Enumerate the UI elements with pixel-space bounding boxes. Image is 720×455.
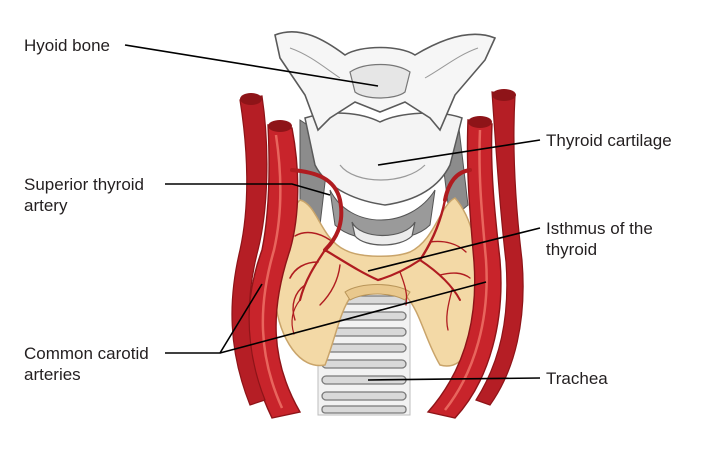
leader-trachea — [367, 377, 541, 381]
hyoid-bone — [274, 31, 497, 132]
leader-superior-thyroid — [165, 183, 331, 196]
label-hyoid-bone: Hyoid bone — [24, 36, 111, 55]
common-carotid-arteries — [231, 89, 524, 419]
label-isthmus-line2: thyroid — [546, 240, 598, 259]
label-isthmus-line1: Isthmus of the — [546, 219, 653, 238]
superior-thyroid-arteries — [289, 168, 472, 335]
label-thyroid-cartilage: Thyroid cartilage — [546, 131, 672, 150]
label-trachea: Trachea — [546, 369, 608, 388]
leader-hyoid — [124, 44, 379, 87]
thyroid-cartilage — [299, 112, 469, 246]
leader-lines — [124, 44, 541, 381]
label-common-carotid-line1: Common carotid — [24, 344, 149, 363]
label-common-carotid-line2: arteries — [24, 365, 81, 384]
trachea — [317, 289, 411, 416]
label-superior-thyroid-line1: Superior thyroid — [24, 175, 145, 194]
label-superior-thyroid-line2: artery — [24, 196, 68, 215]
leader-isthmus — [367, 227, 541, 272]
leader-cartilage — [377, 139, 541, 166]
thyroid-gland — [273, 197, 480, 367]
leader-carotid-right — [219, 281, 487, 354]
